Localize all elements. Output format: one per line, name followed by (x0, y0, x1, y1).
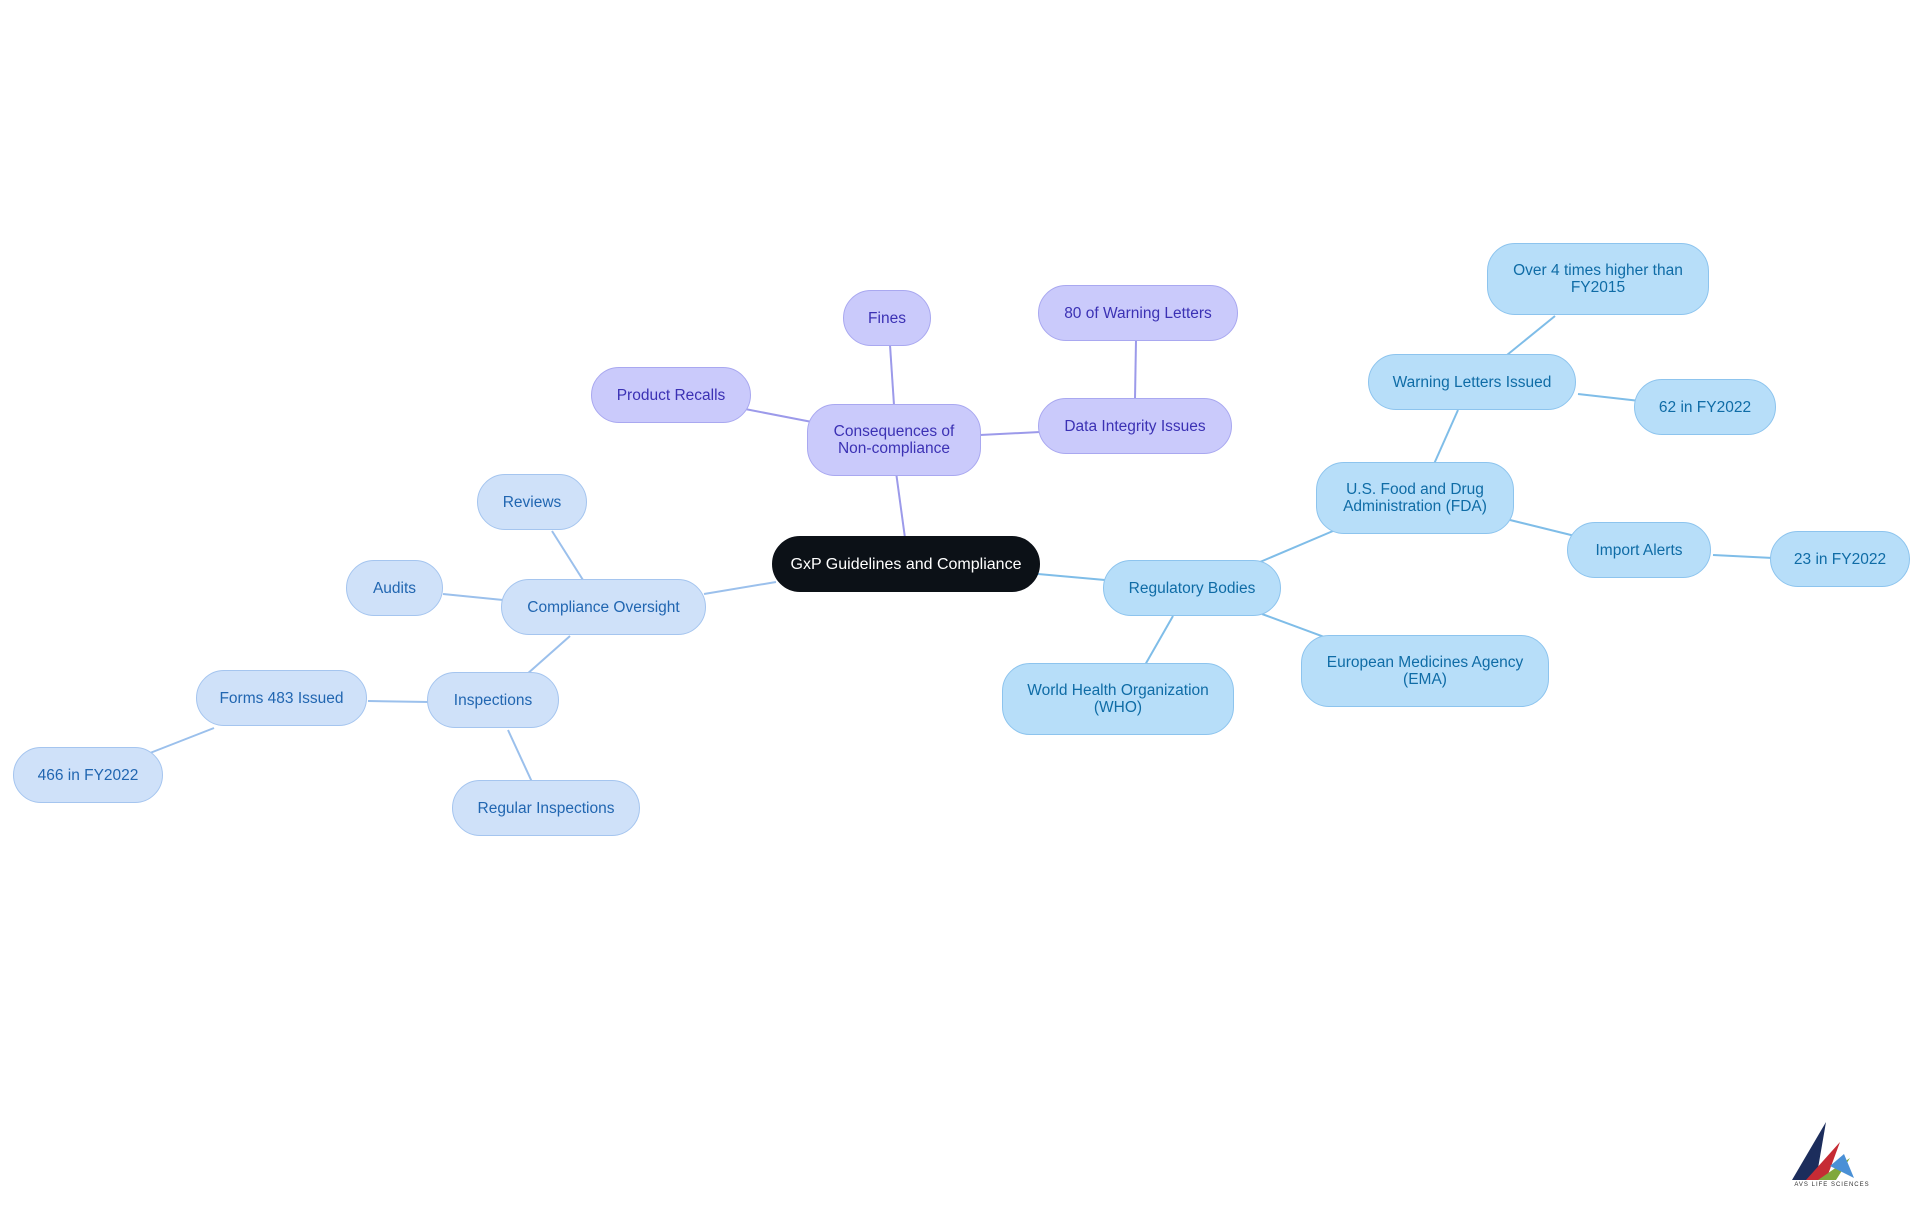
edge-fda-warning (1433, 409, 1459, 465)
product-recalls-node[interactable]: Product Recalls (591, 367, 751, 423)
edge-fda-import (1509, 519, 1576, 537)
regulatory-connectors (1037, 315, 1774, 666)
inspections-node[interactable]: Inspections (427, 672, 559, 728)
root-node[interactable]: GxP Guidelines and Compliance (772, 536, 1040, 592)
edge-consequences-fines (889, 344, 895, 406)
warning-fy2022-node[interactable]: 62 in FY2022 (1634, 379, 1776, 435)
who-node[interactable]: World Health Organization (WHO) (1002, 663, 1234, 735)
import-fy2022-node[interactable]: 23 in FY2022 (1770, 531, 1910, 587)
edge-regulatory-ema (1261, 613, 1328, 639)
fines-node[interactable]: Fines (843, 290, 931, 346)
edge-oversight-audits (442, 593, 504, 601)
logo-mark-icon (1792, 1122, 1854, 1180)
consequences-connectors (744, 339, 1137, 539)
edge-root-consequences (895, 471, 906, 539)
logo-text: AVS LIFE SCIENCES (1794, 1182, 1870, 1188)
edge-consequences-recalls (744, 408, 813, 423)
forms-483-node[interactable]: Forms 483 Issued (196, 670, 367, 726)
consequences-node[interactable]: Consequences of Non-compliance (807, 404, 981, 476)
edge-oversight-reviews (551, 530, 584, 581)
company-logo: AVS LIFE SCIENCES (1790, 1118, 1874, 1196)
fda-node[interactable]: U.S. Food and Drug Administration (FDA) (1316, 462, 1514, 534)
regulatory-bodies-node[interactable]: Regulatory Bodies (1103, 560, 1281, 616)
warning-letters-share-node[interactable]: 80 of Warning Letters (1038, 285, 1238, 341)
edge-forms-fy2022 (149, 727, 215, 754)
data-integrity-node[interactable]: Data Integrity Issues (1038, 398, 1232, 454)
edge-root-regulatory (1037, 573, 1106, 581)
over-4-times-node[interactable]: Over 4 times higher than FY2015 (1487, 243, 1709, 315)
forms-fy2022-node[interactable]: 466 in FY2022 (13, 747, 163, 803)
regular-inspections-node[interactable]: Regular Inspections (452, 780, 640, 836)
edge-inspections-regular (507, 729, 533, 783)
ema-node[interactable]: European Medicines Agency (EMA) (1301, 635, 1549, 707)
audits-node[interactable]: Audits (346, 560, 443, 616)
edge-warning-over4 (1506, 315, 1556, 356)
edge-import-fy2022 (1712, 554, 1774, 559)
edge-root-oversight (703, 581, 777, 595)
reviews-node[interactable]: Reviews (477, 474, 587, 530)
edge-inspections-forms (367, 700, 430, 703)
edge-consequences-integrity (979, 431, 1041, 436)
edge-regulatory-who (1144, 615, 1174, 666)
oversight-connectors (149, 530, 777, 783)
warning-letters-issued-node[interactable]: Warning Letters Issued (1368, 354, 1576, 410)
compliance-oversight-node[interactable]: Compliance Oversight (501, 579, 706, 635)
import-alerts-node[interactable]: Import Alerts (1567, 522, 1711, 578)
edge-integrity-warning (1134, 339, 1137, 400)
edge-oversight-inspections (525, 635, 571, 676)
edge-regulatory-fda (1259, 530, 1334, 563)
edge-warning-fy2022 (1577, 393, 1641, 402)
